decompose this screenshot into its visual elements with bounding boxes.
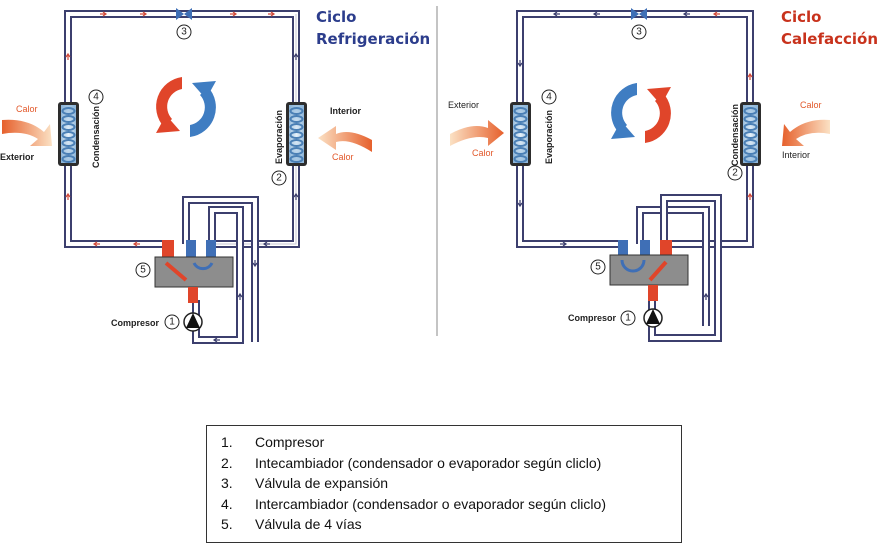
cycle-title-line1: Ciclo [781,8,822,26]
left-coil-label: Condensación [91,106,101,168]
place-label-right: Interior [330,106,362,116]
refrigeration-cycle: 3 4 Condensación [0,8,430,344]
compressor-number: 1 [625,313,631,324]
right-heat-exchanger: 2 Condensación [727,102,761,181]
heat-arrow-right: Calor Interior [782,100,830,160]
legend-item: 5. Válvula de 4 vías [221,514,681,535]
four-way-valve: 5 [590,240,689,301]
flow-arrows [517,11,709,300]
heat-label-right: Calor [800,100,822,110]
four-way-valve: 5 [135,240,234,303]
heat-arrow-left: Calor Exterior [0,104,52,162]
four-way-number: 5 [140,265,146,276]
legend-item-text: Válvula de expansión [255,475,389,491]
compressor-label: Compresor [111,318,160,328]
refrigerant-loop [64,10,300,344]
right-coil-label: Condensación [730,104,740,166]
cycle-rotation-icon [611,83,671,143]
place-label-left: Exterior [448,100,479,110]
legend-item-text: Compresor [255,434,325,450]
heat-pump-diagram: 3 4 Condensación [0,6,878,344]
right-coil-number: 2 [732,168,738,179]
left-heat-exchanger: 4 Evaporación [510,89,557,166]
compressor: 1 Compresor [568,308,663,328]
right-coil-number: 2 [276,173,282,184]
legend-item-number: 4. [221,495,233,512]
expansion-valve: 3 [176,8,192,40]
legend-item-text: Válvula de 4 vías [255,516,362,532]
legend-item-number: 5. [221,516,233,532]
place-label-left: Exterior [0,152,35,162]
left-coil-number: 4 [546,92,552,103]
four-way-number: 5 [595,262,601,273]
place-label-right: Interior [782,150,810,160]
left-coil-label: Evaporación [544,110,554,164]
legend-item: 3. Válvula de expansión [221,473,681,494]
left-heat-exchanger: 4 Condensación [58,89,104,168]
heat-label-left: Calor [472,148,494,158]
refrigerant-loop [516,10,754,342]
compressor-number: 1 [169,317,175,328]
cycle-title-line2: Calefacción [781,30,878,48]
legend-item-number: 3. [221,475,233,491]
legend-item-text: Intecambiador (condensador o evaporador … [255,454,602,471]
cycle-title-line1: Ciclo [316,8,357,26]
cycle-title-line2: Refrigeración [316,30,430,48]
heat-arrow-right: Interior Calor [318,106,372,162]
compressor-label: Compresor [568,313,617,323]
legend-item-number: 1. [221,434,233,450]
heating-cycle: 3 4 Evaporación 2 [448,8,878,342]
cycle-rotation-icon [156,77,216,137]
compressor: 1 Compresor [111,312,203,332]
valve-number: 3 [181,27,187,38]
heat-label-right: Calor [332,152,354,162]
legend-item: 1. Compresor [221,432,681,453]
expansion-valve: 3 [631,8,647,40]
legend-item-text: Intercambiador (condensador o evaporador… [255,495,606,512]
valve-number: 3 [636,27,642,38]
heat-label-left: Calor [16,104,38,114]
legend-item-number: 2. [221,454,233,471]
heat-arrow-left: Exterior Calor [448,100,504,158]
legend-item: 2. Intecambiador (condensador o evaporad… [221,453,681,474]
legend-item: 4. Intercambiador (condensador o evapora… [221,494,681,515]
legend-box: 1. Compresor 2. Intecambiador (condensad… [206,425,682,543]
flow-arrows-hot [712,11,753,200]
right-coil-label: Evaporación [274,110,284,164]
right-heat-exchanger: 2 Evaporación [271,102,307,186]
left-coil-number: 4 [93,92,99,103]
flow-arrows-cold [212,52,299,343]
